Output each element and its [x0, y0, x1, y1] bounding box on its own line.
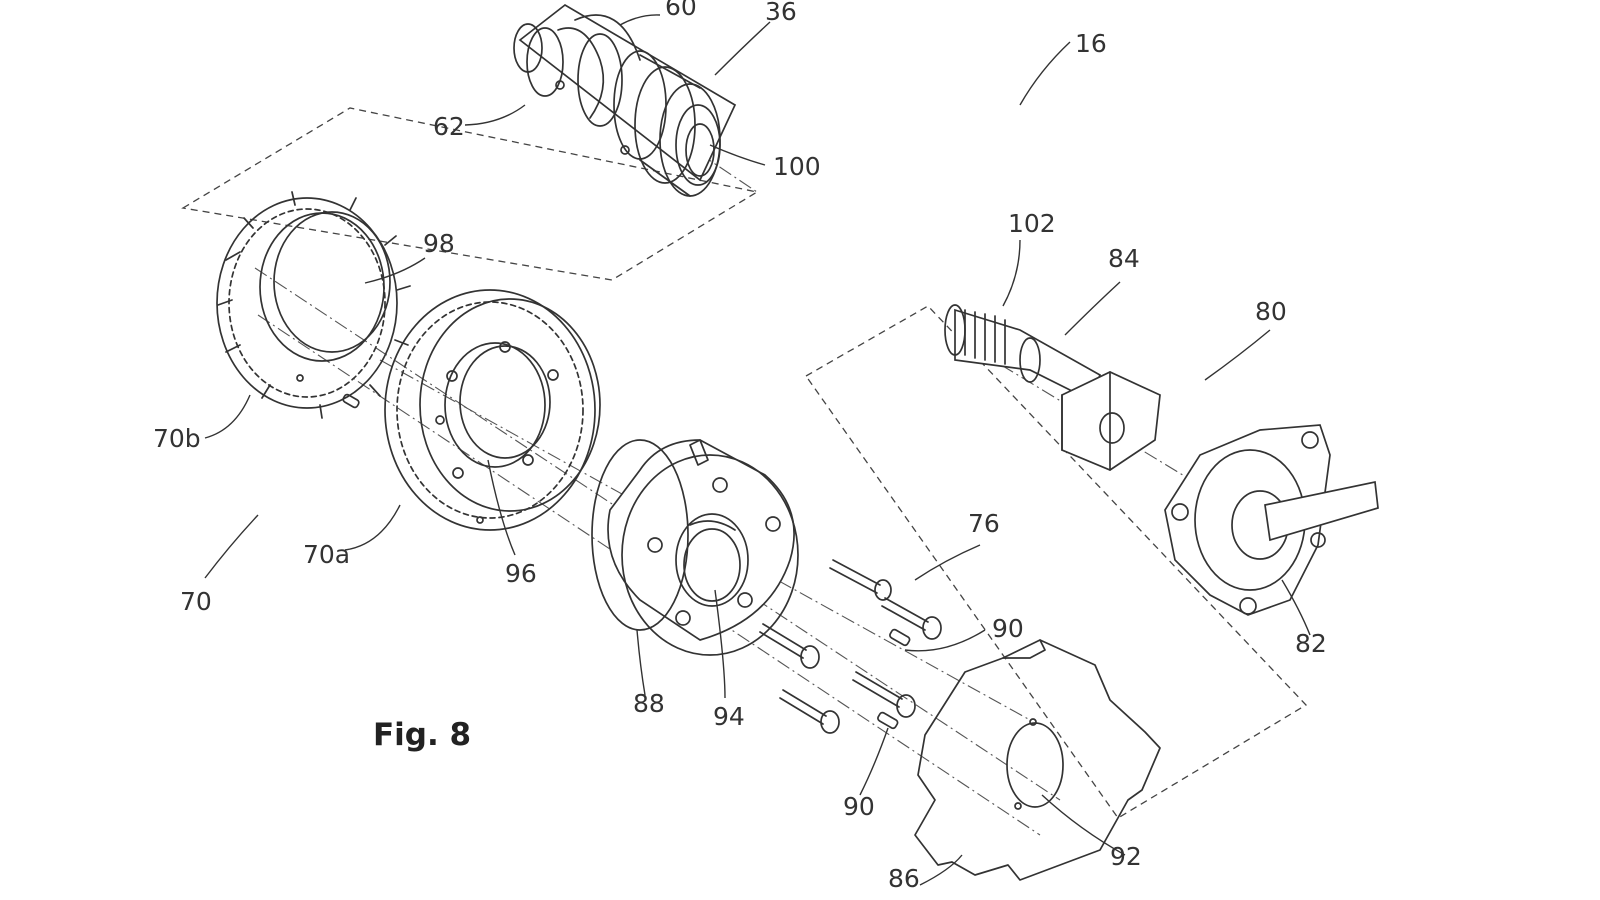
center-axis-camshaft [559, 59, 758, 193]
ref-label-90-lower: 90 [843, 792, 875, 821]
ref-label-86: 86 [888, 864, 920, 893]
dashed-plane-right [805, 305, 1308, 819]
ref-label-84: 84 [1108, 244, 1140, 273]
gear-part-70b [216, 191, 411, 419]
central-bolt-part-84 [944, 304, 1161, 471]
ref-label-102: 102 [1008, 209, 1056, 238]
camshaft-part-36 [513, 3, 737, 197]
ref-label-70: 70 [180, 587, 212, 616]
ref-label-60: 60 [665, 0, 697, 21]
ref-label-80: 80 [1255, 297, 1287, 326]
pin-lower [877, 711, 899, 730]
plate-part-86 [914, 639, 1161, 881]
bolt-2 [881, 597, 942, 640]
figure-title: Fig. 8 [373, 717, 471, 753]
actuator-part-82 [1164, 424, 1379, 616]
leader-lines [204, 14, 1311, 886]
bolt-4 [852, 671, 916, 718]
bolt-1 [829, 559, 892, 601]
ref-label-62: 62 [433, 112, 465, 141]
hub-part-88 [591, 439, 799, 656]
ref-label-98: 98 [423, 229, 455, 258]
bolt-5 [779, 689, 840, 734]
ref-label-96: 96 [505, 559, 537, 588]
ref-label-94: 94 [713, 702, 745, 731]
dowel-pin [342, 393, 360, 409]
ref-label-36: 36 [765, 0, 797, 26]
dashed-plane-upper [181, 107, 759, 281]
gear-part-70a [384, 289, 601, 531]
ref-label-88: 88 [633, 689, 665, 718]
ref-label-90-upper: 90 [992, 614, 1024, 643]
ref-label-70a: 70a [303, 540, 350, 569]
ref-label-70b: 70b [153, 424, 201, 453]
ref-label-92: 92 [1110, 842, 1142, 871]
ref-label-76: 76 [968, 509, 1000, 538]
bolt-3 [759, 623, 820, 669]
ref-label-100: 100 [773, 152, 821, 181]
pin-upper [889, 628, 911, 647]
ref-label-82: 82 [1295, 629, 1327, 658]
ref-label-16: 16 [1075, 29, 1107, 58]
